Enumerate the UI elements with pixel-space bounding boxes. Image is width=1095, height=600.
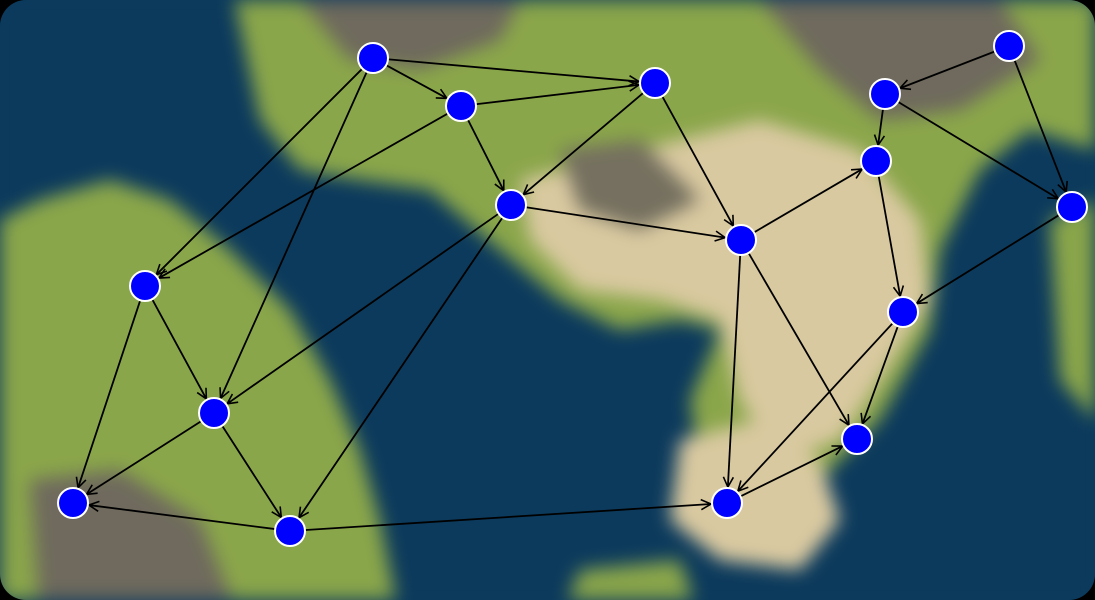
graph-node-n9[interactable] [993,30,1025,62]
graph-node-n2[interactable] [445,90,477,122]
graph-node-n16[interactable] [711,487,743,519]
edge-n6-n14 [749,254,849,425]
edge-n7-n13 [86,422,200,495]
graph-node-n15[interactable] [887,296,919,328]
edge-n4-n8 [299,218,502,518]
edge-n15-n16 [738,324,892,491]
edge-n1-n5 [156,69,361,274]
edge-n8-n13 [89,505,274,529]
edge-n3-n4 [523,93,643,194]
edge-n4-n7 [227,214,498,404]
northern-rock [300,0,520,70]
edge-n5-n13 [78,301,140,488]
southern-shore [568,560,694,600]
nodes-layer [57,30,1088,547]
edge-n12-n15 [917,215,1059,303]
edge-n9-n10 [900,52,994,88]
edge-n6-n16 [728,256,740,487]
graph-node-n11[interactable] [860,145,892,177]
graph-node-n14[interactable] [841,423,873,455]
edge-n15-n14 [862,327,897,424]
edge-n1-n3 [389,59,639,81]
edge-n2-n3 [477,85,639,104]
graph-node-n10[interactable] [869,78,901,110]
graph-node-n5[interactable] [129,270,161,302]
edge-n4-n6 [527,207,725,237]
graph-node-n4[interactable] [495,189,527,221]
edge-n11-n15 [879,177,900,296]
edge-n3-n6 [663,97,734,226]
edge-n8-n16 [306,504,711,530]
edge-n1-n7 [221,73,367,399]
graph-node-n13[interactable] [57,487,89,519]
edge-n10-n11 [878,110,883,145]
graph-node-n1[interactable] [357,42,389,74]
graph-node-n3[interactable] [639,67,671,99]
graph-node-n6[interactable] [725,224,757,256]
graph-node-n7[interactable] [198,397,230,429]
edge-n10-n12 [899,102,1059,198]
edge-n2-n4 [468,120,504,190]
edge-n7-n8 [223,426,282,517]
edge-n6-n11 [755,169,862,232]
edge-n1-n2 [387,66,447,99]
edges-layer [78,52,1066,530]
graph-node-n12[interactable] [1056,191,1088,223]
graph-node-n8[interactable] [274,515,306,547]
edge-n9-n12 [1015,61,1066,192]
edge-n2-n5 [159,114,447,278]
edge-n5-n7 [153,300,207,399]
edge-n16-n14 [741,446,842,496]
